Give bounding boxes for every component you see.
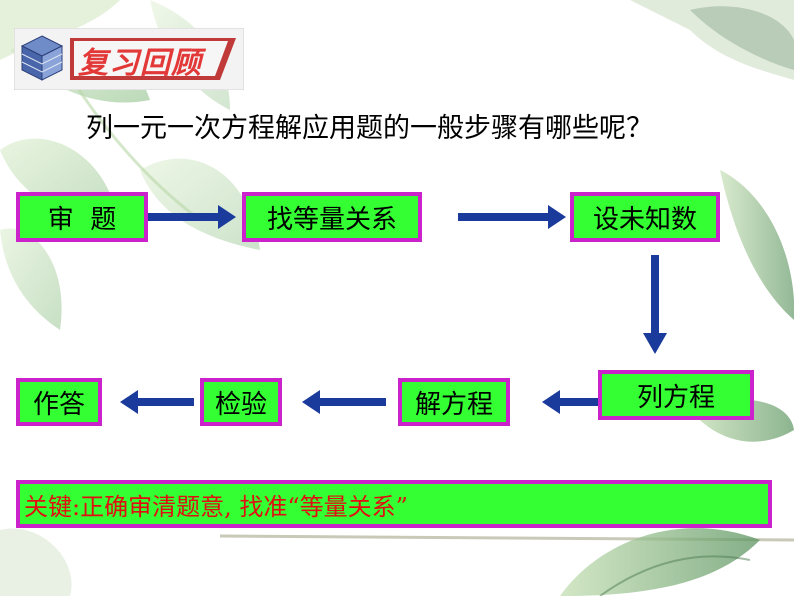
step-solve-equation: 解方程 (398, 378, 510, 426)
step-answer: 作答 (16, 378, 102, 426)
step-check: 检验 (200, 378, 282, 426)
question-text: 列一元一次方程解应用题的一般步骤有哪些呢？ (86, 113, 653, 144)
key-point-banner: 关键:正确审清题意, 找准“等量关系” (16, 480, 772, 528)
arrow-right-icon (148, 205, 236, 229)
step-write-equation: 列方程 (598, 370, 754, 420)
step-review-problem: 审 题 (16, 192, 148, 242)
cube-icon (20, 35, 64, 81)
arrow-left-icon (120, 390, 194, 414)
section-title: 复习回顾 (78, 46, 202, 81)
arrow-left-icon (542, 390, 600, 414)
step-find-equal-relation: 找等量关系 (242, 192, 422, 242)
step-set-unknown: 设未知数 (570, 192, 720, 242)
arrow-left-icon (302, 390, 386, 414)
arrow-down-icon (643, 255, 667, 354)
arrow-right-icon (458, 205, 566, 229)
